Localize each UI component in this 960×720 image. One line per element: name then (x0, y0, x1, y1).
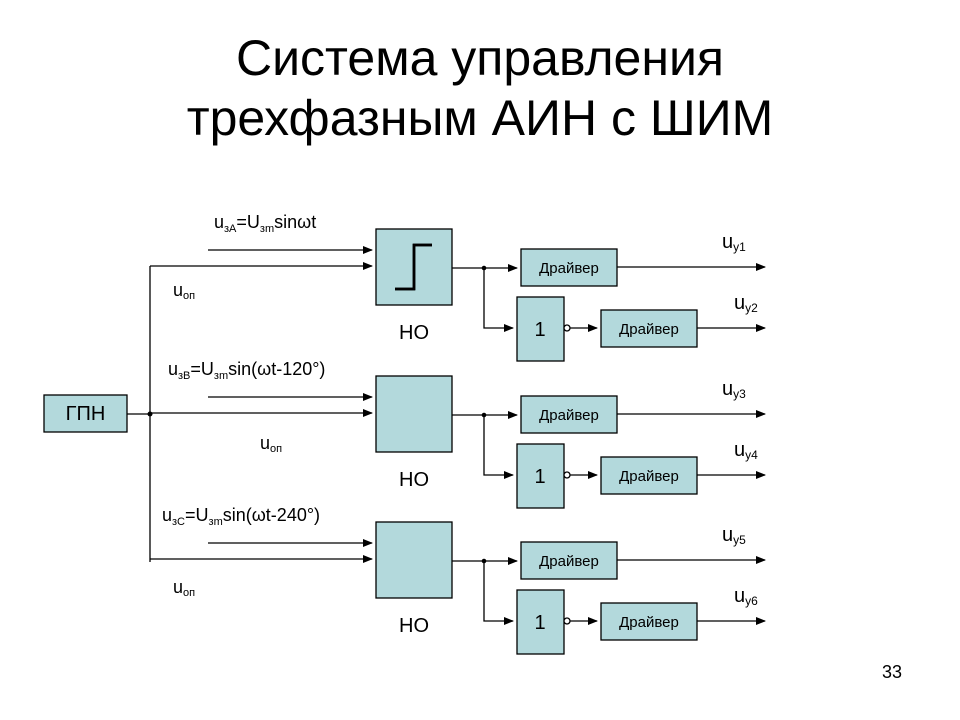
ref-symbol: u (162, 505, 172, 525)
output-symbol: u (722, 378, 733, 400)
output-subscript: y3 (733, 387, 746, 401)
gpn-block (43, 394, 128, 433)
inverter-input-wire (483, 561, 514, 625)
comparator-label: НО (399, 469, 429, 491)
carrier-subscript: оп (270, 443, 282, 455)
output-subscript: y4 (745, 448, 758, 462)
carrier-subscript: оп (183, 290, 195, 302)
slide-title: Система управления трехфазным АИН с ШИМ (0, 28, 960, 148)
ref-amplitude-subscript: зm (260, 223, 274, 235)
carrier-signal-label: uоп (260, 433, 282, 455)
carrier-signal-label: uоп (173, 280, 195, 302)
output-label-top: uy3 (722, 378, 746, 401)
output-label-bottom: uy2 (734, 292, 758, 315)
inverter-block (516, 589, 565, 655)
output-label-top: uy1 (722, 231, 746, 254)
ref-function: sinωt (274, 212, 316, 232)
output-label-bottom: uy6 (734, 585, 758, 608)
driver-top-label: Драйвер (539, 260, 599, 277)
carrier-symbol: u (173, 280, 183, 300)
driver-top-label: Драйвер (539, 553, 599, 570)
ref-subscript: зA (224, 223, 237, 235)
output-subscript: y6 (745, 594, 758, 608)
carrier-subscript: оп (183, 587, 195, 599)
gpn-label: ГПН (66, 403, 106, 425)
carrier-symbol: u (173, 577, 183, 597)
inverter-label: 1 (534, 466, 545, 488)
output-symbol: u (734, 439, 745, 461)
output-symbol: u (722, 524, 733, 546)
driver-block-top (520, 248, 618, 287)
driver-bottom-label: Драйвер (619, 614, 679, 631)
ref-equals: =U (236, 212, 260, 232)
driver-block-bottom (600, 456, 698, 495)
driver-bottom-label: Драйвер (619, 321, 679, 338)
reference-signal-label: uзA=Uзmsinωt (214, 212, 316, 235)
output-subscript: y2 (745, 301, 758, 315)
reference-signal-label: uзC=Uзmsin(ωt-240°) (162, 505, 320, 528)
output-symbol: u (722, 231, 733, 253)
output-label-bottom: uy4 (734, 439, 758, 462)
comparator-label: НО (399, 615, 429, 637)
ref-subscript: зB (178, 370, 190, 382)
output-subscript: y5 (733, 533, 746, 547)
inverter-input-wire (483, 415, 514, 479)
comparator-block (375, 375, 453, 453)
output-subscript: y1 (733, 240, 746, 254)
carrier-signal-label: uоп (173, 577, 195, 599)
ref-function: sin(ωt-120°) (228, 359, 325, 379)
output-label-top: uy5 (722, 524, 746, 547)
inversion-bubble-icon (563, 617, 571, 625)
ref-amplitude-subscript: зm (209, 516, 223, 528)
reference-signal-label: uзB=Uзmsin(ωt-120°) (168, 359, 325, 382)
inverter-input-wire (483, 268, 514, 332)
inverter-label: 1 (534, 612, 545, 634)
ref-equals: =U (185, 505, 209, 525)
carrier-symbol: u (260, 433, 270, 453)
page-number: 33 (881, 662, 902, 682)
ref-function: sin(ωt-240°) (223, 505, 320, 525)
ref-symbol: u (214, 212, 224, 232)
ref-subscript: зC (172, 516, 185, 528)
ref-amplitude-subscript: зm (214, 370, 228, 382)
output-symbol: u (734, 292, 745, 314)
driver-block-top (520, 541, 618, 580)
title-line-2: трехфазным АИН с ШИМ (186, 90, 774, 146)
inverter-label: 1 (534, 319, 545, 341)
inversion-bubble-icon (563, 471, 571, 479)
ref-equals: =U (190, 359, 214, 379)
driver-block-bottom (600, 602, 698, 641)
driver-top-label: Драйвер (539, 407, 599, 424)
inversion-bubble-icon (563, 324, 571, 332)
title-line-1: Система управления (236, 30, 724, 86)
driver-block-bottom (600, 309, 698, 348)
driver-bottom-label: Драйвер (619, 468, 679, 485)
comparator-block (375, 521, 453, 599)
step-symbol-icon (395, 243, 432, 291)
ref-symbol: u (168, 359, 178, 379)
comparator-label: НО (399, 322, 429, 344)
output-symbol: u (734, 585, 745, 607)
inverter-block (516, 443, 565, 509)
bus-junction-dot (147, 411, 153, 417)
